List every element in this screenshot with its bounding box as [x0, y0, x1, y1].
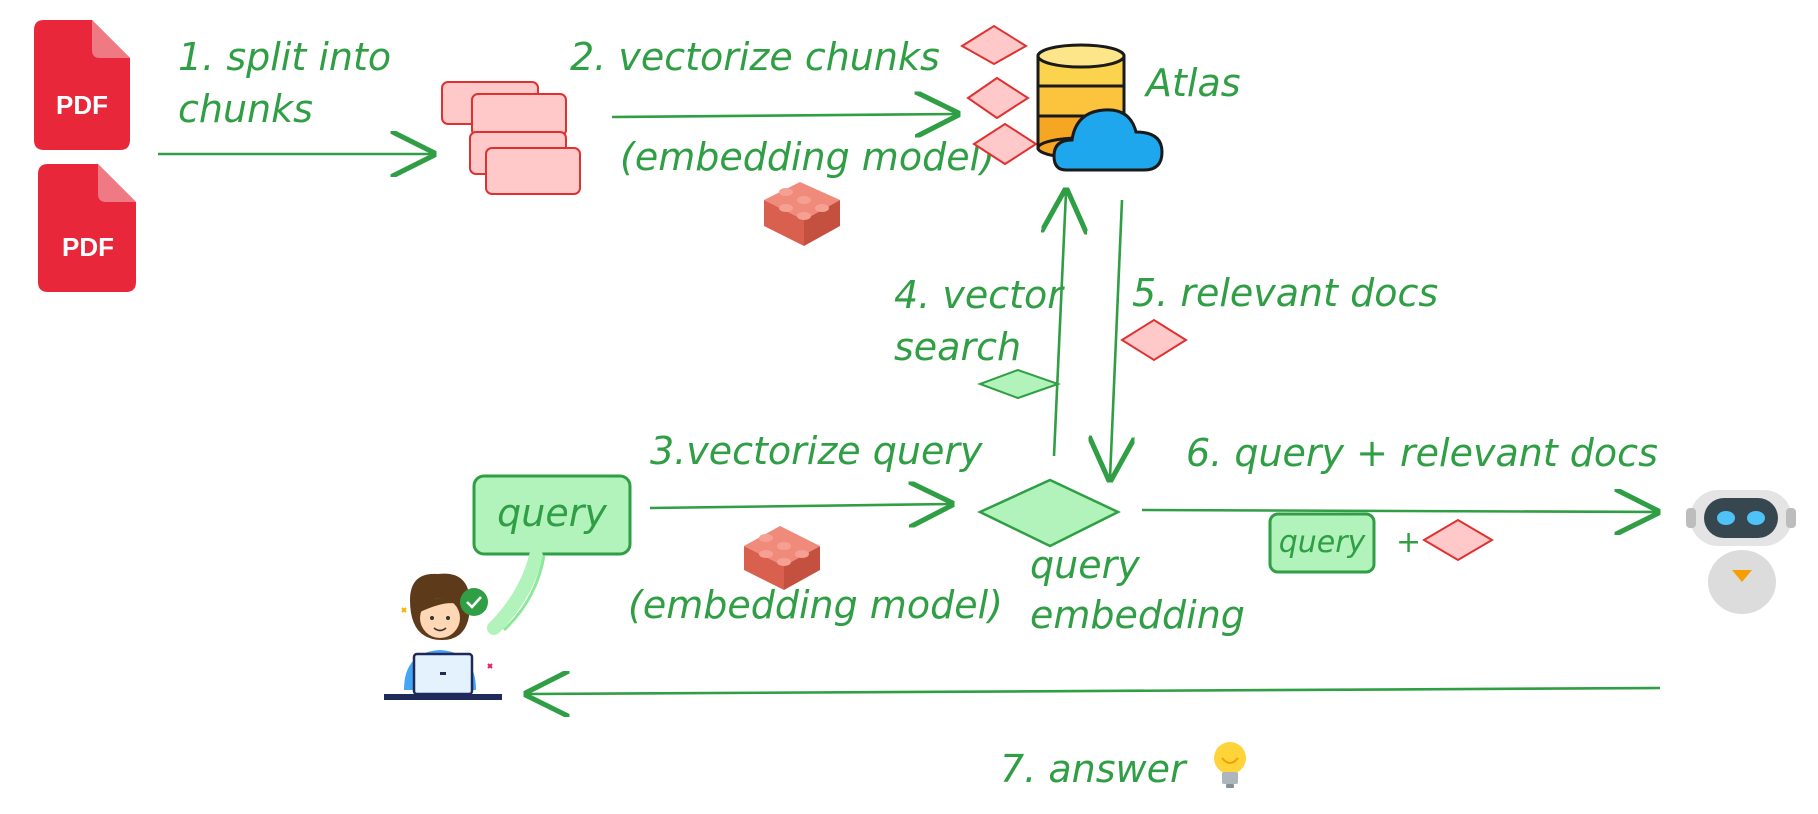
query-box: query [472, 474, 632, 556]
step1-line1: 1. split into [178, 35, 391, 79]
query-small-label: query [1279, 525, 1367, 560]
pdf-label: PDF [62, 232, 114, 262]
query-embedding-line2: embedding [1030, 593, 1245, 637]
arrow-vectorize-chunks [611, 114, 956, 117]
query-embedding-line1: query [1030, 543, 1140, 587]
vector-embeddings [960, 24, 1038, 166]
step5-label: 5. relevant docs [1132, 271, 1438, 315]
robot-icon [1686, 490, 1796, 614]
pdf-icon: PDF [38, 164, 136, 292]
user-laptop-icon [384, 573, 502, 700]
query-box-label: query [497, 491, 607, 535]
pdf-label: PDF [56, 90, 108, 120]
lego-brick-icon [764, 182, 840, 246]
arrow-answer [528, 688, 1661, 694]
pdf-icon: PDF [34, 20, 130, 150]
database-label: Atlas [1143, 61, 1241, 105]
step1-line2: chunks [178, 87, 313, 131]
query-embedding-label: query embedding [1030, 543, 1245, 637]
step1-label: 1. split into chunks [178, 35, 403, 131]
step4-label: 4. vector search [894, 273, 1075, 369]
embedding-model-label-top: (embedding model) [620, 135, 995, 179]
plus-sign: + [1396, 525, 1421, 560]
step2-label: 2. vectorize chunks [570, 35, 940, 79]
database-cloud-icon [1036, 43, 1164, 172]
arrow-to-llm [1141, 510, 1656, 512]
step4-line2: search [894, 325, 1021, 369]
embedding-model-label-bottom: (embedding model) [628, 583, 1003, 627]
step7-label: 7. answer [1000, 747, 1188, 791]
step3-label: 3.vectorize query [650, 429, 983, 473]
step6-label: 6. query + relevant docs [1186, 431, 1658, 475]
speech-tail [487, 549, 543, 635]
relevant-doc-vector [1422, 518, 1494, 562]
arrow-relevant-docs [1110, 199, 1122, 478]
query-small-box: query [1268, 512, 1376, 574]
arrow-vector-search [1054, 192, 1066, 457]
query-vector-small [977, 368, 1062, 400]
step4-line1: 4. vector [894, 273, 1065, 317]
lightbulb-icon [1214, 742, 1246, 788]
query-embedding-diamond [977, 478, 1121, 548]
arrow-vectorize-query [649, 504, 950, 508]
chunks-stack [441, 81, 581, 195]
lego-brick-icon [744, 526, 820, 590]
relevant-doc-vector [1120, 318, 1188, 362]
